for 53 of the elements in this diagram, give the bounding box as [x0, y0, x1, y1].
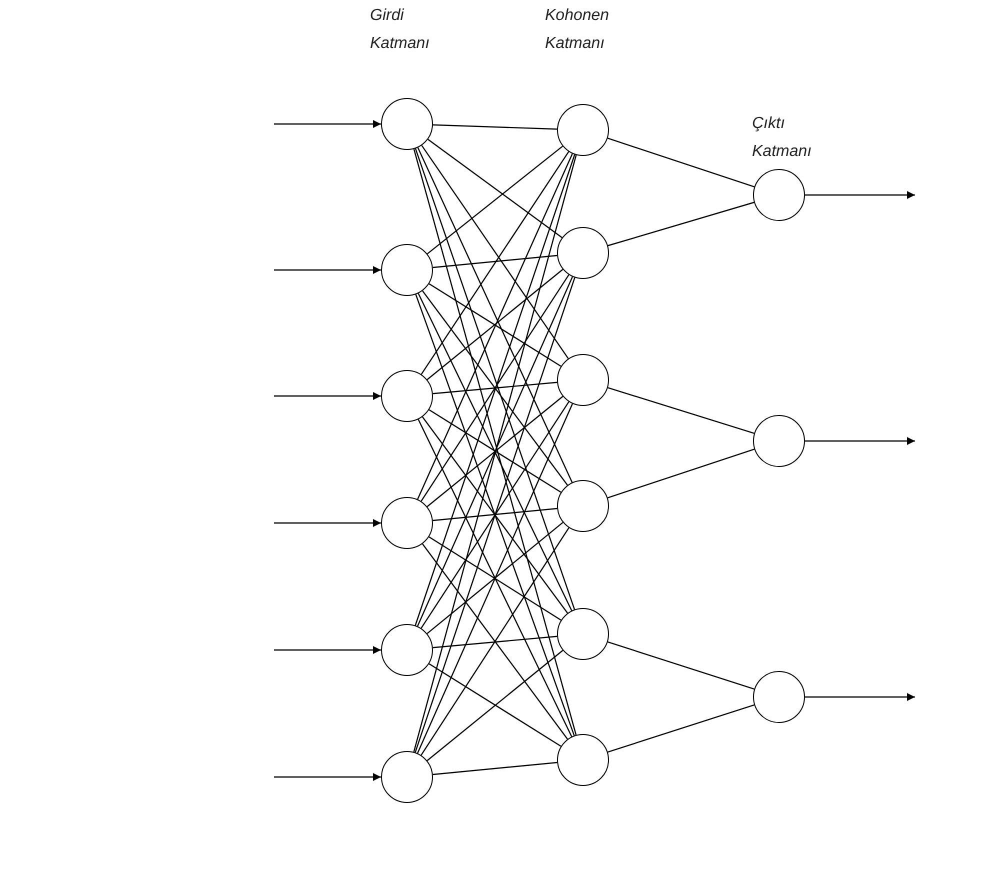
- connection-line: [428, 138, 562, 238]
- layer-label: Girdi Katmanı: [370, 6, 430, 54]
- neuron-circle: [381, 624, 433, 676]
- connection-line: [428, 663, 562, 747]
- arrow: [274, 646, 381, 654]
- connection-line: [420, 274, 570, 502]
- connection-line: [608, 138, 754, 188]
- arrow: [805, 693, 915, 701]
- connection-line: [422, 544, 568, 740]
- connection-line: [608, 641, 754, 690]
- connection-line: [426, 268, 564, 380]
- connection-line: [432, 254, 558, 268]
- connection-line: [426, 650, 564, 762]
- neuron-circle: [557, 227, 609, 279]
- connection-line: [422, 290, 568, 486]
- arrow: [274, 519, 381, 527]
- connection-line: [426, 522, 564, 634]
- arrow: [274, 266, 381, 274]
- arrow: [274, 392, 381, 400]
- connection-line: [608, 202, 754, 246]
- connection-line: [432, 508, 558, 522]
- neuron-circle: [557, 608, 609, 660]
- neuron-circle: [381, 497, 433, 549]
- arrow: [805, 191, 915, 199]
- arrow: [805, 437, 915, 445]
- connection-line: [432, 382, 558, 394]
- connection-line: [428, 283, 562, 367]
- neuron-circle: [557, 354, 609, 406]
- layer-label: Çıktı Katmanı: [752, 114, 812, 162]
- neuron-circle: [381, 370, 433, 422]
- connection-line: [428, 536, 562, 621]
- neuron-circle: [557, 104, 609, 156]
- neuron-circle: [753, 671, 805, 723]
- neuron-circle: [753, 169, 805, 221]
- layer-label: Kohonen Katmanı: [545, 6, 610, 54]
- neuron-circle: [557, 734, 609, 786]
- connection-line: [608, 387, 754, 434]
- neuron-circle: [557, 480, 609, 532]
- connection-line: [426, 146, 564, 254]
- neuron-circle: [381, 244, 433, 296]
- arrow: [274, 773, 381, 781]
- connection-line: [432, 636, 558, 648]
- neuron-circle: [381, 98, 433, 150]
- connection-line: [608, 448, 754, 498]
- arrow: [274, 120, 381, 128]
- connection-line: [428, 409, 562, 493]
- connection-line: [608, 704, 754, 753]
- connection-line: [432, 762, 558, 776]
- connection-line: [426, 396, 564, 508]
- neuron-circle: [753, 415, 805, 467]
- connection-line: [420, 527, 570, 756]
- connection-line: [432, 124, 558, 130]
- neuron-circle: [381, 751, 433, 803]
